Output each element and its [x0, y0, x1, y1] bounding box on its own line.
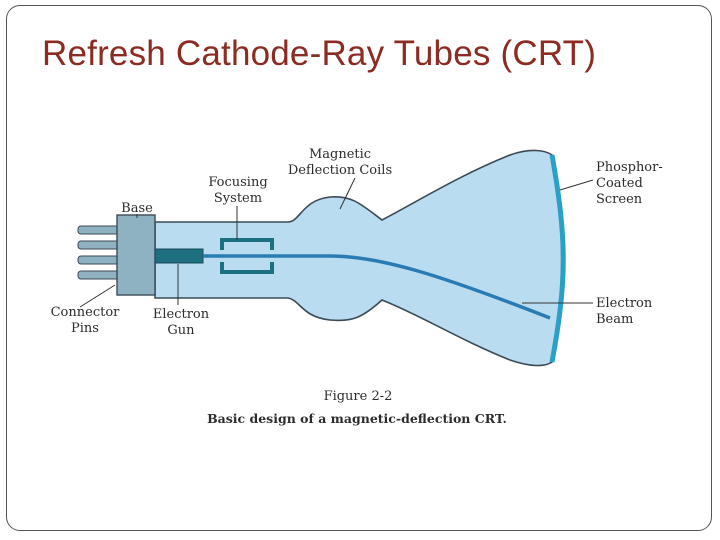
label-focusing-1: Focusing: [208, 175, 267, 190]
electron-gun: [154, 248, 204, 264]
label-focusing-2: System: [214, 191, 262, 206]
label-connector-1: Connector: [51, 305, 121, 320]
label-connector-2: Pins: [71, 321, 99, 336]
label-phosphor-3: Screen: [596, 192, 643, 207]
label-beam-1: Electron: [596, 296, 653, 311]
slide-title: Refresh Cathode-Ray Tubes (CRT): [42, 34, 597, 73]
figure-caption: Basic design of a magnetic-deflection CR…: [207, 411, 507, 426]
focusing-system: [220, 238, 274, 274]
label-phosphor-2: Coated: [596, 176, 643, 191]
label-magnetic-1: Magnetic: [309, 147, 371, 162]
label-gun-2: Gun: [167, 323, 195, 338]
connector-pins: [77, 225, 121, 280]
label-base: Base: [121, 201, 153, 216]
tube-base: [116, 214, 156, 296]
label-gun-1: Electron: [153, 307, 210, 322]
label-phosphor-1: Phosphor-: [596, 160, 663, 175]
label-beam-2: Beam: [596, 312, 633, 327]
label-magnetic-2: Deflection Coils: [288, 163, 392, 178]
phosphor-screen: [549, 154, 566, 363]
figure-number: Figure 2-2: [324, 389, 393, 404]
electron-beam: [203, 254, 551, 320]
